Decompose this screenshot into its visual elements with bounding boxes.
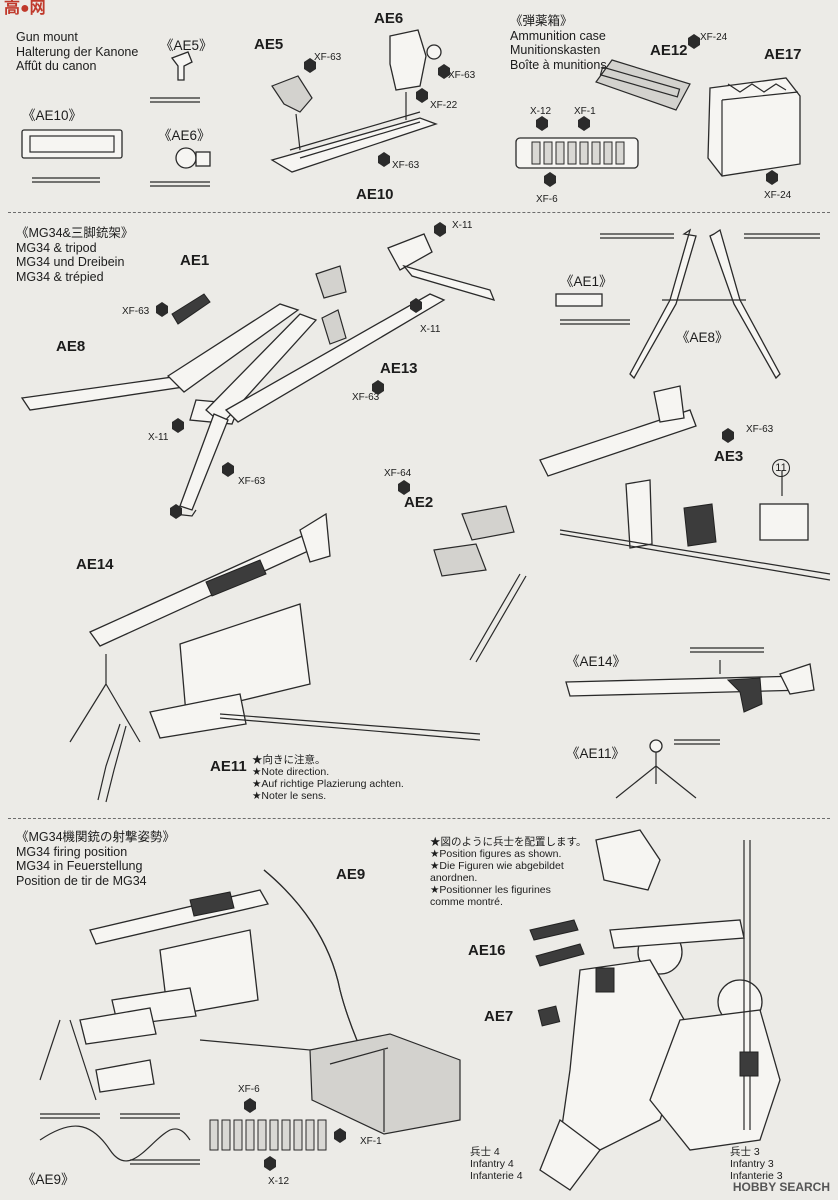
tripod-assembled-drawing: [398, 385, 831, 663]
inset-ae10-label: 《AE10》: [22, 108, 83, 123]
figure-position-note: ★図のように兵士を配置します。 ★Position figures as sho…: [430, 836, 587, 908]
part-ae1-label: AE1: [180, 252, 210, 269]
paint-callout: XF-24: [700, 32, 728, 43]
mg34-firing-drawing: [39, 869, 461, 1135]
ae8-inset-drawing: [555, 228, 820, 380]
step-reference-badge: 11: [772, 459, 790, 477]
inset-ae8-label: 《AE8》: [676, 330, 729, 345]
ae6-inset-drawing: [150, 147, 211, 187]
paint-callout: XF-22: [430, 100, 458, 111]
section-divider: [8, 212, 830, 213]
part-ae14-label: AE14: [76, 556, 114, 573]
paint-callout: X-11: [148, 432, 169, 443]
paint-callout: X-11: [420, 324, 441, 335]
ae5-inset-drawing: [150, 51, 200, 103]
ae10-inset-drawing: [21, 129, 123, 183]
ammo-case-drawing: [595, 34, 801, 185]
inset-ae1-label: 《AE1》: [560, 274, 613, 289]
infantry3-label: 兵士 3 Infantry 3 Infanterie 3: [730, 1146, 783, 1182]
soldiers-drawing: [539, 829, 781, 1191]
inset-ae9-label: 《AE9》: [22, 1172, 75, 1187]
paint-callout: X-12: [268, 1176, 290, 1187]
cannon-heading: Gun mount Halterung der Kanone Affût du …: [16, 30, 139, 73]
paint-callout: XF-63: [352, 392, 380, 403]
tripod-exploded-drawing: [20, 222, 496, 517]
part-ae13-label: AE13: [380, 360, 418, 377]
part-ae9-label: AE9: [336, 866, 366, 883]
paint-callout: XF-1: [360, 1136, 382, 1147]
part-ae6-label: AE6: [374, 10, 404, 27]
paint-callout: XF-1: [574, 106, 596, 117]
site-watermark: 高●网: [4, 0, 46, 17]
part-ae10-label: AE10: [356, 186, 394, 203]
part-ae11-label: AE11: [210, 758, 247, 775]
part-ae5-label: AE5: [254, 36, 284, 53]
section2-drawings: [20, 222, 831, 803]
part-ae3-label: AE3: [714, 448, 744, 465]
part-ae7-label: AE7: [484, 1008, 514, 1025]
mg34-tripod-drawing: [69, 504, 481, 803]
section-divider: [8, 818, 830, 819]
ammo-heading: 《弾薬箱》 Ammunition case Munitionskasten Bo…: [510, 14, 607, 72]
ae14-inset-drawing: [565, 647, 815, 713]
paint-callout: XF-63: [392, 160, 420, 171]
section3-drawings: [39, 829, 781, 1191]
paint-callout: XF-64: [384, 468, 412, 479]
paint-callout: XF-63: [122, 306, 150, 317]
inset-ae14-label: 《AE14》: [566, 654, 627, 669]
part-ae17-label: AE17: [764, 46, 802, 63]
gun-mount-drawing: [270, 29, 450, 173]
inset-ae5-label: 《AE5》: [160, 38, 213, 53]
part-ae8-label: AE8: [56, 338, 86, 355]
pouches-drawing: [529, 919, 585, 1027]
direction-note: ★向きに注意。 ★Note direction. ★Auf richtige P…: [252, 754, 404, 802]
paint-callout: XF-63: [238, 476, 266, 487]
paint-callout: X-11: [452, 220, 473, 231]
cartridge-belt-drawing: [515, 116, 639, 187]
part-ae16-label: AE16: [468, 942, 506, 959]
firing-position-heading: 《MG34機関銃の射撃姿勢》 MG34 firing position MG34…: [16, 830, 176, 888]
paint-callout: XF-63: [746, 424, 774, 435]
ae11-inset-drawing: [615, 739, 720, 799]
inset-ae11-label: 《AE11》: [566, 746, 626, 761]
part-ae2-label: AE2: [404, 494, 434, 511]
cartridge-strip-drawing: [209, 1098, 346, 1171]
ae9-inset-drawing: [39, 1113, 200, 1165]
paint-callout: X-12: [530, 106, 552, 117]
paint-callout: XF-24: [764, 190, 792, 201]
inset-ae6-label: 《AE6》: [158, 128, 211, 143]
section1-drawings: [21, 29, 801, 187]
infantry4-label: 兵士 4 Infantry 4 Infanterie 4: [470, 1146, 523, 1182]
tripod-heading: 《MG34&三脚銃架》 MG34 & tripod MG34 und Dreib…: [16, 226, 134, 284]
paint-callout: XF-6: [536, 194, 558, 205]
paint-callout: XF-6: [238, 1084, 260, 1095]
part-ae12-label: AE12: [650, 42, 688, 59]
paint-callout: XF-63: [448, 70, 476, 81]
hobby-search-watermark: HOBBY SEARCH: [732, 1180, 830, 1194]
paint-callout: XF-63: [314, 52, 342, 63]
